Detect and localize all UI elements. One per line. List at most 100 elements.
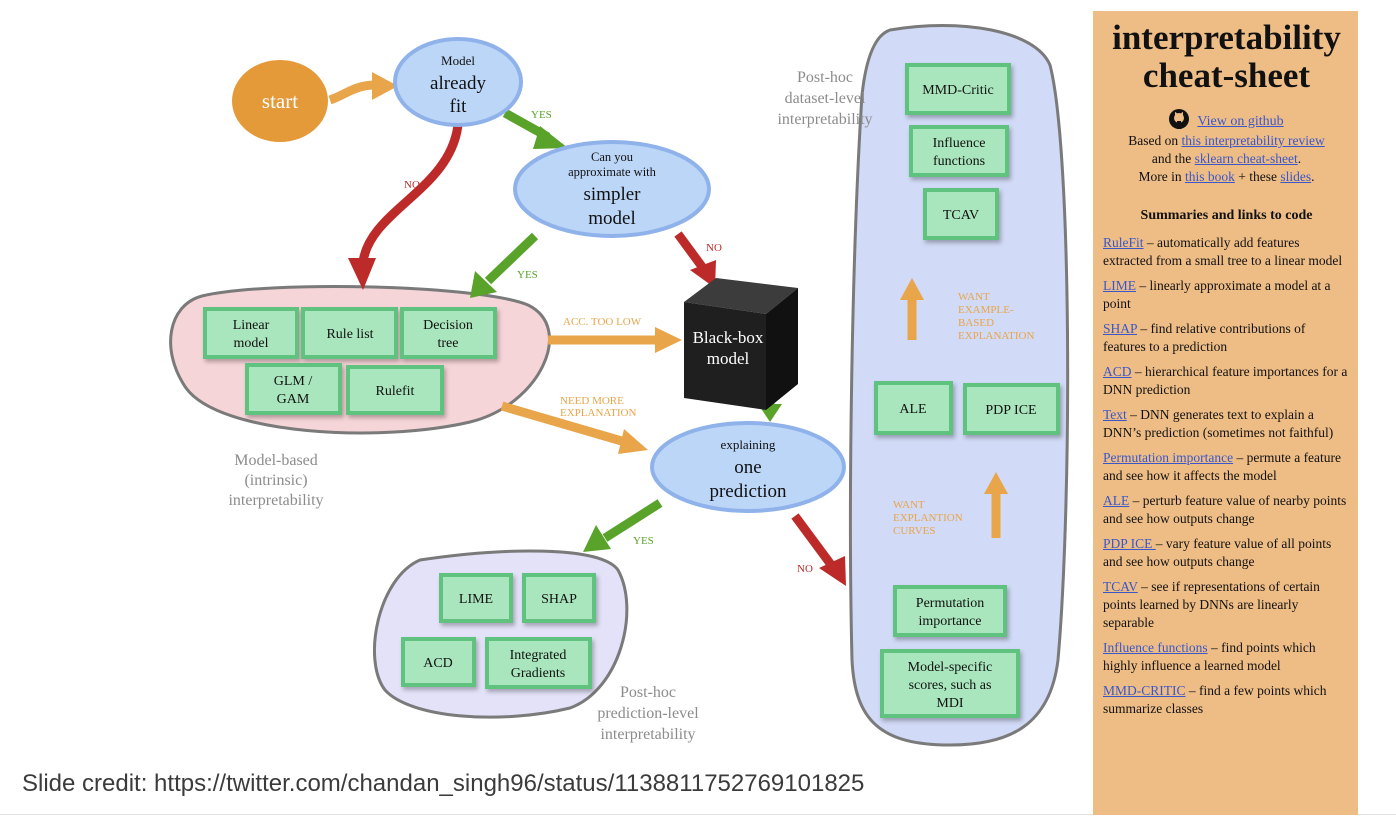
summary-link[interactable]: MMD-CRITIC [1103,683,1186,698]
intro-period-2: . [1311,169,1315,184]
prediction-level-label: Post-hoc prediction-level interpretabili… [597,684,699,743]
arrowhead-acc [655,327,682,353]
box-influence-functions [909,125,1009,177]
need-more-label-2: EXPLANATION [560,407,636,419]
model-already-fit-node [393,37,523,127]
glm-line-1: GLM / [274,374,313,389]
approx-line-4: model [588,208,636,229]
explaining-line-3: prediction [709,481,787,502]
linear-line-2: model [234,336,269,351]
model-based-label-2: (intrinsic) [244,472,307,489]
box-permutation-importance [893,585,1007,637]
summary-item: Influence functions – find points which … [1103,639,1350,675]
summary-desc: – find a few points which summarize clas… [1103,683,1327,716]
influence-line-2: functions [933,154,985,169]
prediction-level-label-2: prediction-level [597,705,699,722]
arrowhead-no-3 [819,556,846,586]
summary-item: TCAV – see if representations of certain… [1103,578,1350,632]
want-example-label-4: EXPLANATION [958,330,1034,342]
prediction-level-label-1: Post-hoc [620,684,676,701]
arrow-yes-to-prediction-level [602,499,663,542]
acc-too-low-label: ACC. TOO LOW [563,316,642,328]
summary-link[interactable]: TCAV [1103,579,1138,594]
slides-link[interactable]: slides [1280,169,1312,184]
review-link[interactable]: this interpretability review [1181,133,1325,148]
ms-line-2: scores, such as [909,678,992,693]
summary-item: ALE – perturb feature value of nearby po… [1103,492,1350,528]
box-linear-model [203,307,299,359]
summary-item: LIME – linearly approximate a model at a… [1103,277,1350,313]
model-based-label-3: interpretability [228,492,323,509]
yes-label-1: YES [531,109,552,121]
github-row: View on github [1103,109,1350,130]
arrow-no-to-dataset-level [791,513,836,569]
want-curves-label-1: WANT [893,499,925,511]
want-example-label-1: WANT [958,291,990,303]
arrow-labels: YES NO YES NO ACC. TOO LOW NEED MORE EXP… [404,109,1034,575]
summary-item: ACD – hierarchical feature importances f… [1103,363,1350,399]
summary-link[interactable]: SHAP [1103,321,1138,336]
approx-line-2: approximate with [568,165,657,179]
dataset-level-label-1: Post-hoc [797,69,853,86]
arrow-no-model-to-intrinsic [358,124,463,263]
influence-line-1: Influence [933,136,986,151]
summary-link[interactable]: ALE [1103,493,1130,508]
summary-desc: – hierarchical feature importances for a… [1103,364,1348,397]
shap-label: SHAP [541,592,577,607]
no-label-2: NO [706,242,722,254]
black-box-cube [684,278,798,410]
summaries-heading: Summaries and links to code [1140,208,1313,223]
summary-desc: – find points which highly influence a l… [1103,640,1316,673]
book-link[interactable]: this book [1184,169,1235,184]
summary-link[interactable]: PDP ICE [1103,536,1156,551]
arrowhead-yes-3 [583,525,611,552]
explaining-line-1: explaining [721,437,776,452]
summary-link[interactable]: LIME [1103,278,1136,293]
box-pdp-ice [963,383,1060,435]
box-acd [401,637,476,687]
box-model-specific-scores [880,649,1020,718]
want-curves-label-3: CURVES [893,525,936,537]
ale-label: ALE [899,402,926,417]
bottom-divider [0,814,1396,815]
ms-line-3: MDI [936,696,964,711]
summary-link[interactable]: Permutation importance [1103,450,1234,465]
approx-line-1: Can you [591,150,634,164]
arrowhead-yes-2 [470,271,497,298]
summary-link[interactable]: Influence functions [1103,640,1208,655]
box-shap [522,573,596,623]
approx-line-3: simpler [584,184,642,205]
summary-link[interactable]: ACD [1103,364,1132,379]
dataset-level-label: Post-hoc dataset-level interpretability [777,69,872,128]
want-curves-label-2: EXPLANTION [893,512,963,524]
box-rule-list [301,307,398,359]
decision-line-1: Decision [423,318,473,333]
summary-item: PDP ICE – vary feature value of all poin… [1103,535,1350,571]
yes-label-3: YES [633,535,654,547]
want-example-label-2: EXAMPLE- [958,304,1014,316]
box-integrated-gradients [485,637,592,689]
summary-item: SHAP – find relative contributions of fe… [1103,320,1350,356]
model-based-label: Model-based (intrinsic) interpretability [228,452,323,509]
model-fit-line-3: fit [450,96,468,117]
slide-credit: Slide credit: https://twitter.com/chanda… [22,770,865,797]
view-on-github-link[interactable]: View on github [1197,114,1284,129]
summary-link[interactable]: RuleFit [1103,235,1144,250]
no-label-1: NO [404,179,420,191]
ms-line-1: Model-specific [908,660,993,675]
arrow-need-more-explanation [500,401,627,447]
panel-title-line-1: interpretability [1112,18,1341,57]
model-fit-line-1: Model [441,53,475,68]
rulefit-label: Rulefit [376,384,415,399]
dataset-level-label-3: interpretability [777,111,872,128]
summary-desc: – vary feature value of all points and s… [1103,536,1332,569]
arrowhead-want-curves [984,472,1008,494]
arrow-start-to-model [328,80,376,105]
summary-link[interactable]: Text [1103,407,1127,422]
sklearn-link[interactable]: sklearn cheat-sheet [1194,151,1298,166]
dataset-level-label-2: dataset-level [785,90,866,107]
summaries-list: RuleFit – automatically add features ext… [1103,234,1350,718]
arrow-no-approx-to-blackbox [674,231,707,271]
github-icon [1169,109,1190,129]
